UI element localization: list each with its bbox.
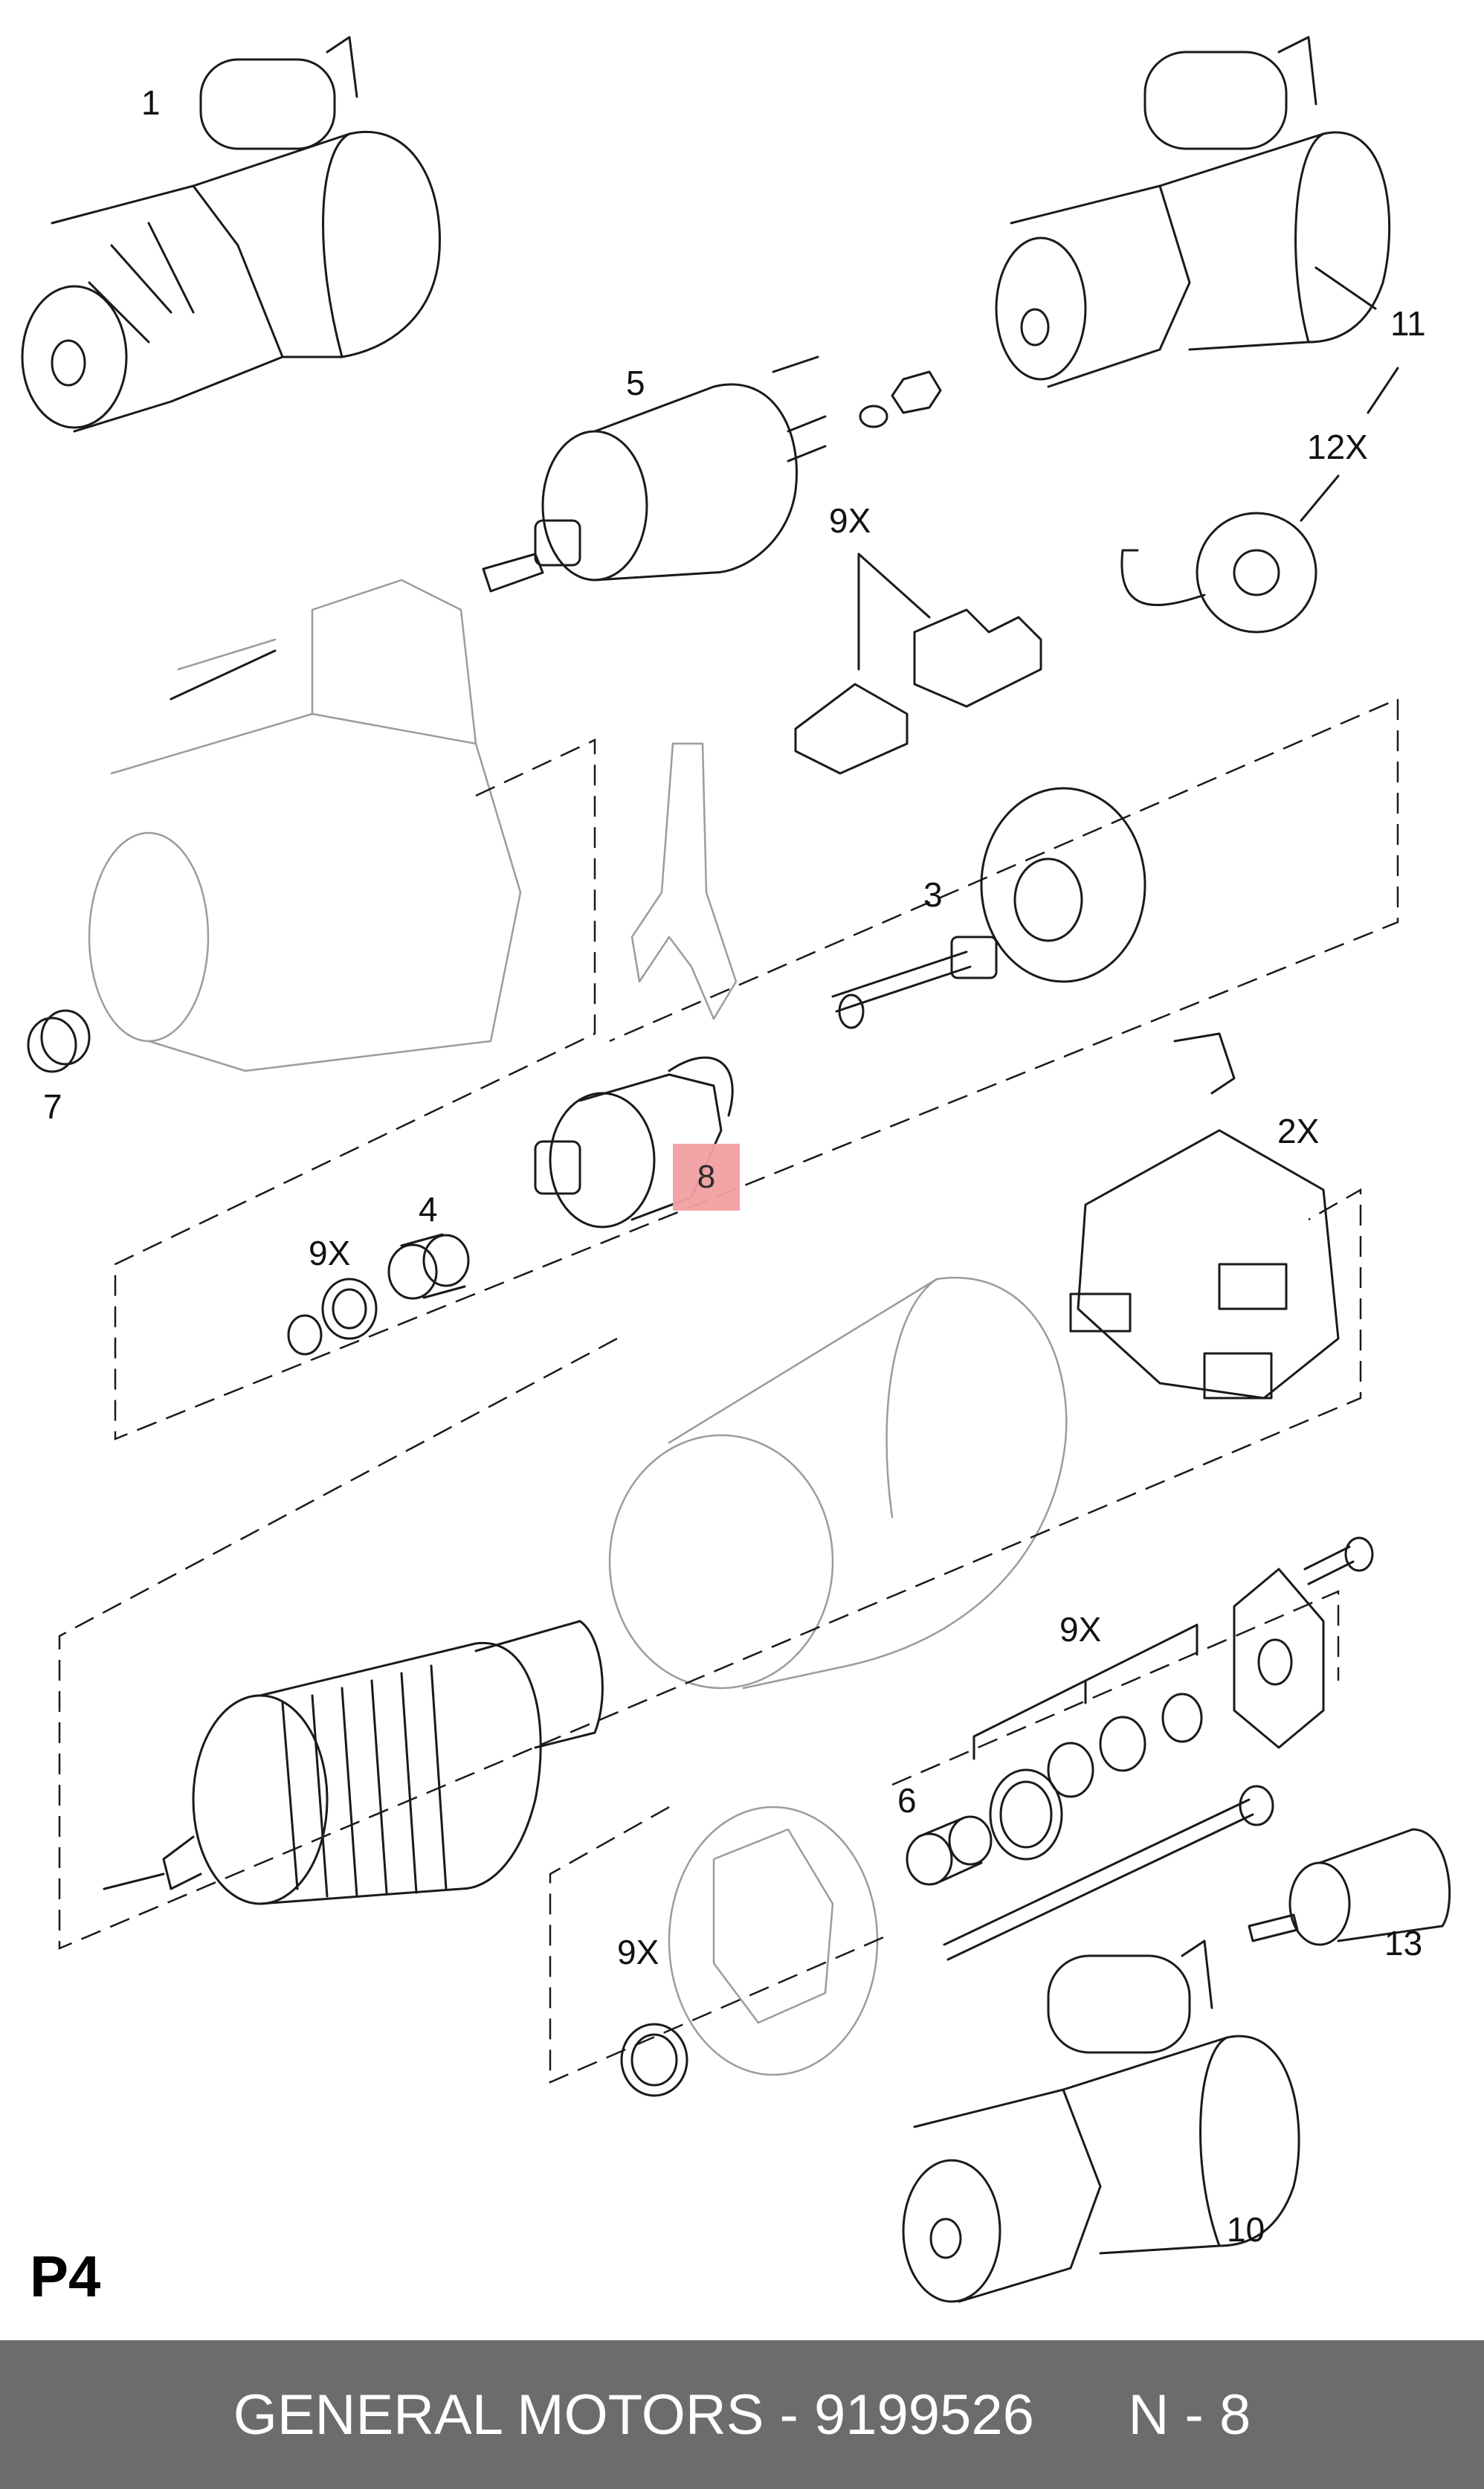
- label-part-6: 6: [897, 1781, 917, 1820]
- part-5-solenoid: [482, 355, 942, 593]
- label-part-9x-right: 9X: [1059, 1610, 1102, 1649]
- ghost-end-housing: [668, 1806, 879, 2076]
- footer-part-number: GENERAL MOTORS - 9199526 N - 8: [233, 2383, 1251, 2447]
- label-part-3: 3: [923, 875, 943, 914]
- part-3-shaft-gear: [831, 787, 1146, 1029]
- ghost-yoke: [608, 1277, 1068, 1690]
- through-bolt: [943, 1785, 1274, 1961]
- part-9x-rings-right: [972, 1623, 1203, 1861]
- part-11-starter-assembly: [995, 36, 1391, 388]
- label-part-13: 13: [1384, 1924, 1423, 1962]
- label-part-2x: 2X: [1277, 1112, 1320, 1150]
- short-bolt: [1303, 1536, 1374, 1585]
- part-4-bushing: [387, 1233, 470, 1300]
- part-2x-brush-holder: [1069, 1032, 1340, 1400]
- exploded-parts-diagram: [21, 36, 1451, 2303]
- ghost-housing: [88, 579, 522, 1072]
- part-6-bushing: [906, 1815, 993, 1886]
- label-part-9x-bottom: 9X: [617, 1933, 659, 1971]
- label-part-11: 11: [1390, 304, 1426, 343]
- part-9x-ring-bottom: [620, 2023, 688, 2097]
- part-13-solenoid: [1248, 1828, 1451, 1946]
- footer-bar: GENERAL MOTORS - 9199526 N - 8: [0, 2340, 1484, 2489]
- part-9x-rings-left: [287, 1278, 378, 1356]
- frame-drive-group: [114, 698, 1399, 1440]
- label-part-12x: 12X: [1307, 428, 1368, 466]
- shift-fork: [630, 742, 738, 1020]
- frame-armature-group: [58, 1188, 1362, 1950]
- label-part-1: 1: [141, 83, 161, 122]
- part-1-starter-assembly: [21, 36, 441, 433]
- label-part-9x-left: 9X: [309, 1234, 351, 1272]
- part-8-highlight-badge: 8: [673, 1144, 740, 1211]
- label-part-4: 4: [419, 1190, 438, 1229]
- page-code: P4: [30, 2244, 101, 2309]
- end-bracket: [1233, 1568, 1325, 1749]
- label-part-7: 7: [43, 1087, 62, 1126]
- part-10-starter-assembly: [902, 1939, 1300, 2303]
- part-9x-connectors: [794, 553, 1042, 775]
- part-12x-brush-holder: [1120, 367, 1399, 634]
- label-part-5: 5: [626, 364, 645, 402]
- label-part-9x-top: 9X: [829, 501, 871, 540]
- part-7-bushing: [27, 1009, 91, 1073]
- frame-end-group: [549, 1590, 1340, 2084]
- armature: [103, 1620, 604, 1905]
- label-part-8: 8: [697, 1159, 716, 1195]
- label-part-10: 10: [1227, 2210, 1265, 2249]
